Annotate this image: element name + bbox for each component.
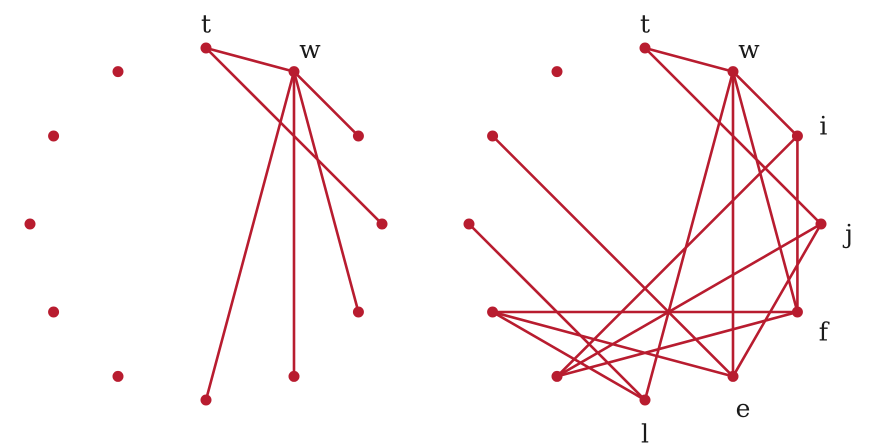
node (352, 130, 364, 142)
node (288, 370, 300, 382)
node (551, 66, 563, 78)
node-label: t (201, 10, 211, 39)
edge (556, 222, 822, 378)
node (48, 130, 60, 142)
node (727, 66, 739, 78)
edge (491, 310, 646, 402)
node (200, 42, 212, 54)
node (639, 42, 651, 54)
node (791, 130, 803, 142)
node (200, 394, 212, 406)
left-graph: tw (24, 10, 388, 406)
node-label: l (641, 420, 649, 448)
node (463, 218, 475, 230)
node (352, 306, 364, 318)
node-label: e (736, 394, 751, 423)
node (48, 306, 60, 318)
node (727, 370, 739, 382)
node (24, 218, 36, 230)
node (815, 218, 827, 230)
edge (293, 70, 360, 137)
edge (468, 223, 646, 401)
node (376, 218, 388, 230)
node (112, 66, 124, 78)
right-graph: t w i j f e l (463, 10, 853, 448)
edge (205, 46, 295, 73)
edge (731, 71, 799, 313)
node (551, 370, 563, 382)
edge (491, 135, 734, 378)
edge (644, 46, 734, 73)
node (639, 394, 651, 406)
node (791, 306, 803, 318)
edge (556, 135, 799, 378)
node-label: t (640, 10, 650, 39)
node (112, 370, 124, 382)
node (288, 66, 300, 78)
edge (204, 71, 296, 401)
edge (731, 223, 823, 378)
node-label: w (299, 35, 321, 64)
node-label: w (738, 35, 760, 64)
edge (643, 71, 735, 401)
node-label: i (819, 112, 827, 141)
edge (492, 310, 734, 378)
node-label: j (842, 220, 853, 249)
edge (732, 70, 799, 137)
edge (292, 71, 360, 313)
node-label: f (819, 318, 830, 347)
node (487, 306, 499, 318)
edge (556, 310, 798, 378)
node (487, 130, 499, 142)
